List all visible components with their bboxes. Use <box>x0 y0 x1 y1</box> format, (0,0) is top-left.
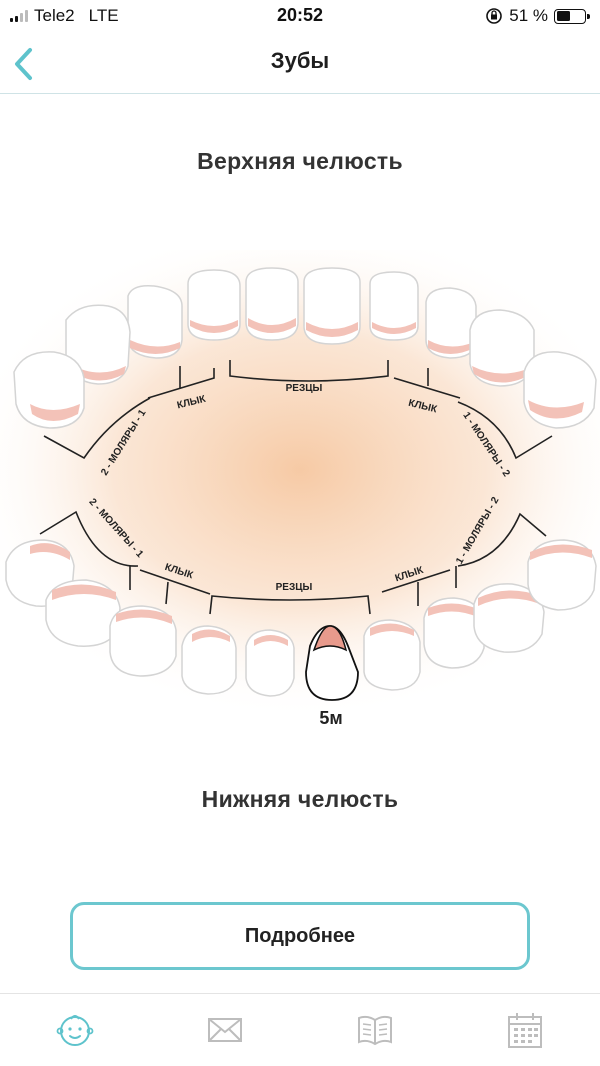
tooth-lower-molar1-right[interactable] <box>473 583 545 653</box>
navigation-bar: Зубы <box>0 32 600 94</box>
baby-face-icon <box>56 1015 94 1046</box>
carrier-name: Tele2 <box>34 6 75 25</box>
tooth-upper-molar2-right[interactable] <box>523 351 597 429</box>
tab-calendar[interactable] <box>450 994 600 1066</box>
network-type: LTE <box>88 6 119 25</box>
tooth-age-label: 5м <box>319 708 342 728</box>
tooth-lower-lateral-right[interactable] <box>363 619 421 691</box>
tooth-lower-central-right-selected[interactable] <box>305 625 359 701</box>
battery-icon <box>554 8 590 24</box>
calendar-icon <box>508 1013 542 1048</box>
tooth-lower-central-left[interactable] <box>245 629 295 697</box>
tab-baby[interactable] <box>0 994 150 1066</box>
upper-teeth <box>13 267 597 429</box>
tooth-upper-lateral-left[interactable] <box>187 269 241 341</box>
tab-bar <box>0 993 600 1066</box>
signal-icon <box>10 10 28 22</box>
lower-teeth <box>5 539 597 701</box>
lower-brackets <box>39 510 547 615</box>
tooth-upper-canine-right[interactable] <box>425 287 477 359</box>
tab-messages[interactable] <box>150 994 300 1066</box>
tooth-lower-canine-left[interactable] <box>109 605 177 677</box>
tooth-upper-central-right[interactable] <box>303 267 361 345</box>
lower-jaw-title: Нижняя челюсть <box>201 786 399 812</box>
tooth-upper-molar2-left[interactable] <box>13 351 85 429</box>
status-bar: Tele2 LTE 20:52 51 % <box>0 0 600 32</box>
tooth-lower-molar2-right[interactable] <box>527 539 597 611</box>
tab-library[interactable] <box>300 994 450 1066</box>
tooth-upper-canine-left[interactable] <box>127 284 183 359</box>
page-title: Зубы <box>270 48 330 73</box>
tooth-lower-lateral-left[interactable] <box>181 625 237 695</box>
teeth-diagram: РЕЗЦЫ КЛЫК КЛЫК 2 - МОЛЯРЫ - 1 1 - МОЛЯР… <box>0 250 600 728</box>
back-button[interactable] <box>4 40 44 84</box>
upper-incisors-label: РЕЗЦЫ <box>286 383 323 394</box>
status-right: 51 % <box>485 6 590 26</box>
tooth-upper-central-left[interactable] <box>245 267 299 341</box>
upper-jaw-title: Верхняя челюсть <box>197 148 403 174</box>
status-time: 20:52 <box>276 5 324 25</box>
envelope-icon <box>208 1018 242 1042</box>
tooth-lower-canine-right[interactable] <box>423 597 485 669</box>
chevron-left-icon <box>15 48 32 80</box>
tooth-lower-molar1-left[interactable] <box>45 579 121 647</box>
tooth-upper-lateral-right[interactable] <box>369 271 419 341</box>
status-left: Tele2 LTE <box>10 6 119 26</box>
book-icon <box>358 1015 392 1046</box>
lower-incisors-label: РЕЗЦЫ <box>276 582 313 593</box>
battery-percent: 51 % <box>509 6 548 25</box>
upper-brackets <box>43 360 553 460</box>
more-info-button[interactable]: Подробнее <box>70 902 530 970</box>
orientation-lock-icon <box>486 8 503 24</box>
